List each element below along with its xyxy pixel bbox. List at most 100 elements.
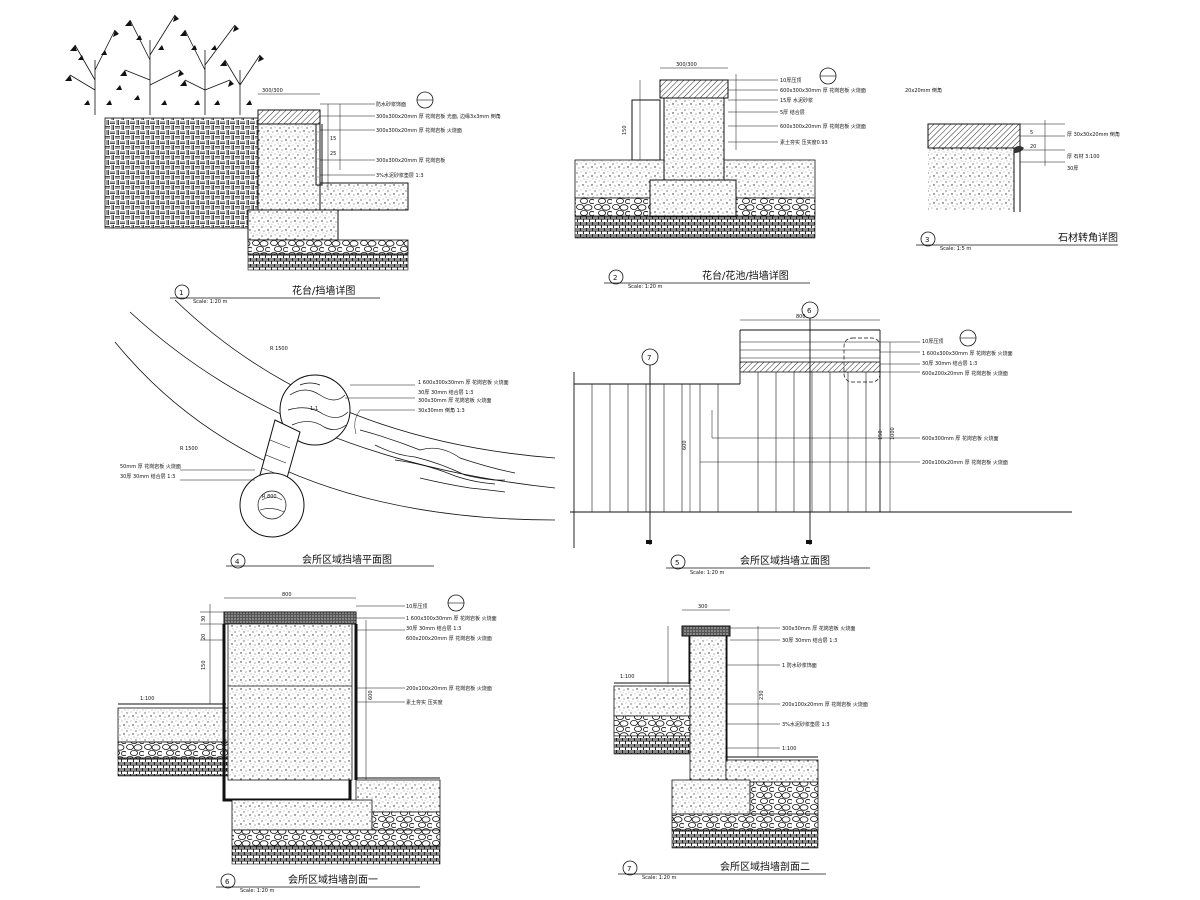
dim-label: 5 bbox=[1030, 130, 1033, 136]
scale-label: Scale: 1:20 m bbox=[690, 570, 725, 576]
callout-note: 30x30mm 倒角 1:3 bbox=[418, 407, 465, 414]
callout-note: 200x100x20mm 厚 花岗岩板 火烧面 bbox=[782, 701, 868, 708]
section-cut-label: 6 bbox=[807, 307, 812, 315]
detail-number: 3 bbox=[925, 236, 929, 244]
callout-note: 600x200x20mm 厚 花岗岩板 火烧面 bbox=[922, 370, 1008, 377]
dim-label: 15 bbox=[330, 136, 336, 142]
scale-label: Scale: 1:20 m bbox=[642, 875, 677, 881]
dim-label: R 800 bbox=[262, 494, 277, 500]
dim-label: 600 bbox=[682, 440, 688, 450]
detail-number: 4 bbox=[235, 558, 240, 566]
callout-note: 1 600x300x30mm 厚 花岗岩板 火烧面 bbox=[922, 350, 1013, 357]
scale-label: Scale: 1:20 m bbox=[193, 299, 228, 305]
callout-note: 5厚 结合层 bbox=[780, 109, 805, 116]
detail-title: 石材转角详图 bbox=[1058, 231, 1118, 244]
detail-title: 花台/花池/挡墙详图 bbox=[702, 269, 789, 282]
dim-label: R 1500 bbox=[270, 346, 288, 352]
callout-note: 1 600x300x30mm 厚 花岗岩板 火烧面 bbox=[418, 379, 509, 386]
callout-note: 防水砂浆饰面 bbox=[376, 101, 406, 108]
detail-6: 800 30 20 150 600 1:100 10厚压顶 1 600x300x… bbox=[117, 592, 497, 894]
callout-note: 600x300mm 厚 花岗岩板 火烧面 bbox=[922, 435, 999, 442]
callout-note: 1 600x300x30mm 厚 花岗岩板 火烧面 bbox=[406, 615, 497, 622]
dim-label: 600 bbox=[368, 690, 374, 700]
detail-3: 5 20 厚 30x30x20mm 倒角 厚 石材 3:100 30厚 20x2… bbox=[905, 87, 1120, 252]
callout-note: 200x100x20mm 厚 花岗岩板 火烧面 bbox=[922, 459, 1008, 466]
detail-number: 2 bbox=[613, 274, 617, 282]
detail-title: 会所区域挡墙立面图 bbox=[740, 554, 830, 567]
detail-4: R 1500 R 1500 1-1 R 800 1 600x300x30mm 厚… bbox=[114, 299, 556, 569]
callout-note: 30厚 bbox=[1067, 166, 1078, 172]
callout-note: 300x30mm 厚 花岗岩板 火烧面 bbox=[418, 397, 491, 404]
title-block: 5 会所区域挡墙立面图 Scale: 1:20 m bbox=[666, 554, 870, 576]
callout-note: 30厚 30mm 结合层 1:3 bbox=[406, 625, 461, 632]
detail-number: 6 bbox=[225, 878, 230, 886]
title-block: 7 会所区域挡墙剖面二 Scale: 1:20 m bbox=[618, 860, 826, 881]
dim-label: 1:100 bbox=[140, 696, 154, 702]
callout-note: 30厚 30mm 结合层 1:3 bbox=[782, 637, 837, 644]
dim-label: 150 bbox=[878, 430, 884, 440]
dim-label: 25 bbox=[330, 151, 336, 157]
title-block: 1 花台/挡墙详图 Scale: 1:20 m bbox=[170, 284, 380, 305]
dim-label: 800 bbox=[796, 314, 806, 320]
detail-number: 5 bbox=[675, 559, 679, 567]
callout-note: 30厚 30mm 结合层 1:3 bbox=[922, 360, 977, 367]
callout-note: 300x300x20mm 厚 花岗岩板 火烧面 bbox=[376, 127, 462, 134]
callout-note: 3%水泥砂浆垫层 1:3 bbox=[782, 721, 830, 728]
detail-number: 7 bbox=[627, 865, 631, 873]
section-marker bbox=[416, 91, 434, 109]
detail-title: 会所区域挡墙剖面一 bbox=[288, 873, 378, 886]
dim-label: 1000 bbox=[890, 427, 896, 440]
scale-label: Scale: 1:5 m bbox=[940, 246, 971, 252]
detail-title: 花台/挡墙详图 bbox=[292, 284, 355, 297]
callout-note: 600x300x30mm 厚 花岗岩板 火烧面 bbox=[780, 87, 866, 94]
dim-label: 300/300 bbox=[262, 88, 283, 94]
callout-note: 1 防水砂浆饰面 bbox=[782, 662, 817, 669]
title-block: 2 花台/花池/挡墙详图 Scale: 1:20 m bbox=[604, 269, 810, 290]
callout-note: 50mm 厚 花岗岩板 火烧面 bbox=[120, 463, 181, 470]
callout-note: 素土夯实 压实度0.93 bbox=[780, 139, 828, 146]
callout-note: 1:100 bbox=[782, 746, 796, 752]
callout-note: 300x300x20mm 厚 花岗岩板 光面, 边缘3x3mm 倒角 bbox=[376, 113, 501, 120]
callout-note: 600x300x20mm 厚 花岗岩板 火烧面 bbox=[780, 123, 866, 130]
dim-label: 800 bbox=[282, 592, 292, 598]
detail-7: 300 1:100 230 300x30mm 厚 花岗岩板 火烧面 30厚 30… bbox=[613, 604, 868, 881]
section-cut-label: 7 bbox=[647, 354, 651, 362]
dim-label: 230 bbox=[759, 690, 765, 700]
title-block: 6 会所区域挡墙剖面一 Scale: 1:20 m bbox=[216, 873, 420, 894]
scale-label: Scale: 1:20 m bbox=[628, 284, 663, 290]
title-block: 4 会所区域挡墙平面图 bbox=[226, 553, 434, 569]
callout-note: 厚 30x30x20mm 倒角 bbox=[1067, 131, 1120, 138]
callout-note: 200x100x20mm 厚 花岗岩板 火烧面 bbox=[406, 685, 492, 692]
dim-label: R 1500 bbox=[180, 446, 198, 452]
section-marker bbox=[959, 329, 977, 347]
callout-note: 300x300x20mm 厚 花岗岩板 bbox=[376, 157, 445, 164]
scale-label: Scale: 1:20 m bbox=[240, 888, 275, 894]
section-marker bbox=[819, 67, 837, 85]
callout-note: 300x30mm 厚 花岗岩板 火烧面 bbox=[782, 625, 855, 632]
tree-symbol bbox=[65, 14, 264, 115]
wood-grain bbox=[359, 429, 516, 493]
section-marker bbox=[447, 594, 465, 612]
callout-note: 30厚 30mm 结合层 1:3 bbox=[418, 389, 473, 396]
callout-note: 素土夯实 压实度 bbox=[406, 699, 443, 706]
dim-label: 150 bbox=[201, 660, 207, 670]
title-block: 3 石材转角详图 Scale: 1:5 m bbox=[916, 231, 1118, 252]
callout-note: 10厚压顶 bbox=[406, 604, 427, 610]
dim-label: 20 bbox=[1030, 144, 1036, 150]
dim-label: 150 bbox=[622, 125, 628, 135]
section-cut-7: 7 bbox=[641, 348, 659, 545]
detail-2: 300/300 150 10厚压顶 600x300x30mm 厚 花岗岩板 火烧… bbox=[574, 62, 866, 290]
detail-title: 会所区域挡墙剖面二 bbox=[720, 860, 810, 873]
detail-number: 1 bbox=[179, 289, 183, 297]
detail-5: 800 1000 600 150 7 6 10厚压顶 1 600x300x bbox=[570, 301, 1072, 576]
dim-label: 300/300 bbox=[676, 62, 697, 68]
dim-label: 30 bbox=[201, 616, 207, 622]
dim-label: 1:100 bbox=[620, 674, 634, 680]
callout-note: 30厚 30mm 结合层 1:3 bbox=[120, 473, 175, 480]
callout-note: 15厚 水泥砂浆 bbox=[780, 97, 813, 104]
dim-label: 300 bbox=[698, 604, 708, 610]
section-cut-6: 6 bbox=[801, 301, 819, 545]
dim-label: 1-1 bbox=[310, 406, 318, 412]
callout-note: 600x200x20mm 厚 花岗岩板 火烧面 bbox=[406, 635, 492, 642]
